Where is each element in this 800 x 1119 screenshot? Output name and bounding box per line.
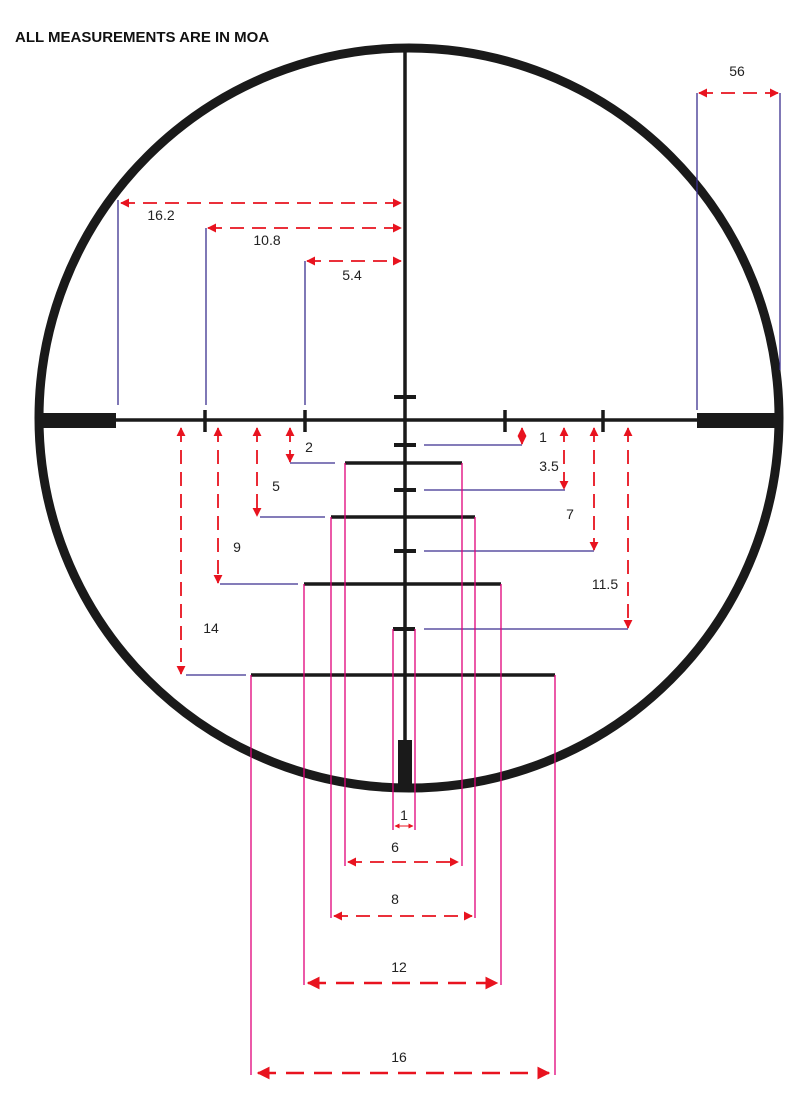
page-title: ALL MEASUREMENTS ARE IN MOA bbox=[15, 29, 269, 46]
label-16-2: 16.2 bbox=[147, 207, 174, 223]
label-14: 14 bbox=[203, 620, 219, 636]
label-11-5: 11.5 bbox=[592, 576, 618, 592]
measurement-labels: 56 16.2 10.8 5.4 2 5 9 14 1 3.5 7 11.5 1… bbox=[147, 63, 745, 1065]
label-5-4: 5.4 bbox=[342, 267, 362, 283]
label-9: 9 bbox=[233, 539, 241, 555]
scope-outline bbox=[34, 43, 784, 793]
right-post bbox=[697, 413, 779, 428]
dimension-arrows bbox=[120, 88, 779, 1080]
bottom-post bbox=[398, 740, 412, 790]
label-5: 5 bbox=[272, 478, 280, 494]
label-1-right: 1 bbox=[539, 429, 547, 445]
label-3-5: 3.5 bbox=[539, 458, 559, 474]
pink-leaders bbox=[250, 463, 556, 1075]
label-1-bottom: 1 bbox=[400, 807, 408, 823]
label-6: 6 bbox=[391, 839, 399, 855]
label-7: 7 bbox=[566, 506, 574, 522]
blue-leaders bbox=[117, 93, 781, 676]
reticle bbox=[34, 43, 784, 793]
holdover-bars bbox=[251, 461, 555, 677]
label-2: 2 bbox=[305, 439, 313, 455]
label-56: 56 bbox=[729, 63, 745, 79]
label-16: 16 bbox=[391, 1049, 407, 1065]
left-post bbox=[40, 413, 116, 428]
label-12: 12 bbox=[391, 959, 407, 975]
vertical-hash-marks bbox=[393, 395, 416, 631]
horizontal-ticks bbox=[203, 410, 605, 432]
label-10-8: 10.8 bbox=[253, 232, 280, 248]
label-8: 8 bbox=[391, 891, 399, 907]
